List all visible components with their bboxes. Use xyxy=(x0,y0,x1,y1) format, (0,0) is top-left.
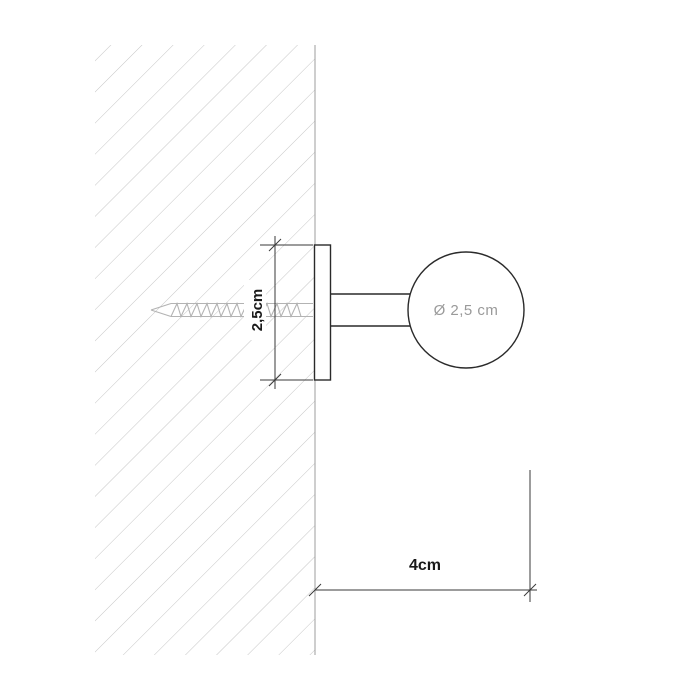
screw-icon xyxy=(150,301,313,319)
wall-hatch xyxy=(95,45,315,655)
horizontal-dimension-label: 4cm xyxy=(409,557,441,574)
ball-knob xyxy=(407,251,525,369)
vertical-dimension: 2,5cm xyxy=(244,236,313,389)
stem xyxy=(331,293,414,327)
horizontal-dimension: 4cm xyxy=(308,470,537,602)
ball-diameter-label: Ø 2,5 cm xyxy=(434,302,499,319)
vertical-dimension-label: 2,5cm xyxy=(249,289,266,332)
mount-plate xyxy=(313,244,332,381)
